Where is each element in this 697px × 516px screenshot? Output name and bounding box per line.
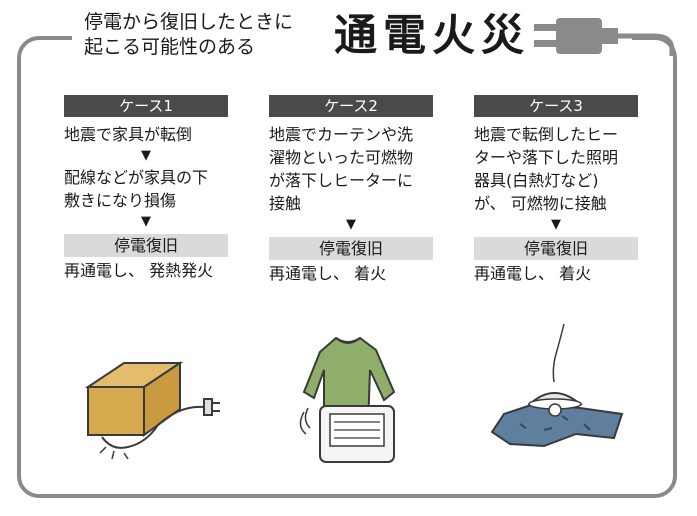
case-2-cause-line: 地震でカーテンや洗 <box>269 125 414 144</box>
case-3-cause-line: 地震で転倒したヒー <box>474 125 619 144</box>
case-1-cause-line: 地震で家具が転倒 <box>64 125 193 144</box>
case-2-cause-line: 濯物といった可燃物 <box>269 148 414 167</box>
case-3-cause-line: 器具(白熱灯など) <box>474 171 599 190</box>
case-3-cause-line: ターや落下した照明 <box>474 148 619 167</box>
page-title: 通電火災 <box>334 11 530 61</box>
case-1-arrow: ▼ <box>141 214 151 229</box>
case-1-cause2-line: 配線などが家具の下 <box>64 168 209 187</box>
plug-icon <box>534 18 675 56</box>
box-with-cord-illustration <box>84 361 220 460</box>
case-2-result: 再通電し、 着火 <box>269 264 387 283</box>
subtitle-line-1: 停電から復旧したときに <box>84 11 294 33</box>
case-3-column: ケース3 地震で転倒したヒー ターや落下した照明 器具(白熱灯など) が、 可燃… <box>474 95 664 285</box>
case-2-cause-line: 接触 <box>269 194 302 213</box>
case-3-restore-label: 停電復旧 <box>474 237 638 260</box>
case-1-result: 再通電し、 発熱発火 <box>64 261 214 280</box>
case-3-arrow: ▼ <box>551 217 561 232</box>
case-1-column: ケース1 地震で家具が転倒 ▼ 配線などが家具の下 敷きになり損傷 ▼ 停電復旧… <box>64 95 254 282</box>
shirt-on-heater-illustration <box>299 336 396 463</box>
case-1-header: ケース1 <box>64 95 228 117</box>
case-1-restore-label: 停電復旧 <box>64 234 228 257</box>
case-2-column: ケース2 地震でカーテンや洗 濯物といった可燃物 が落下しヒーターに 接触 ▼ … <box>269 95 459 285</box>
case-3-result: 再通電し、 着火 <box>474 264 592 283</box>
case-2-arrow: ▼ <box>346 217 356 232</box>
case-3-cause-line: が、 可燃物に接触 <box>474 194 607 213</box>
case-1-arrow: ▼ <box>141 148 151 163</box>
case-3-header: ケース3 <box>474 95 638 117</box>
case-2-restore-label: 停電復旧 <box>269 237 433 260</box>
subtitle: 停電から復旧したときに 起こる可能性のある <box>84 10 293 60</box>
lamp-on-cloth-illustration <box>490 323 624 448</box>
header-backdrop <box>72 6 632 64</box>
case-2-cause-line: が落下しヒーターに <box>269 171 414 190</box>
subtitle-line-2: 起こる可能性のある <box>84 36 256 58</box>
case-1-cause2-line: 敷きになり損傷 <box>64 191 177 210</box>
case-2-header: ケース2 <box>269 95 433 117</box>
